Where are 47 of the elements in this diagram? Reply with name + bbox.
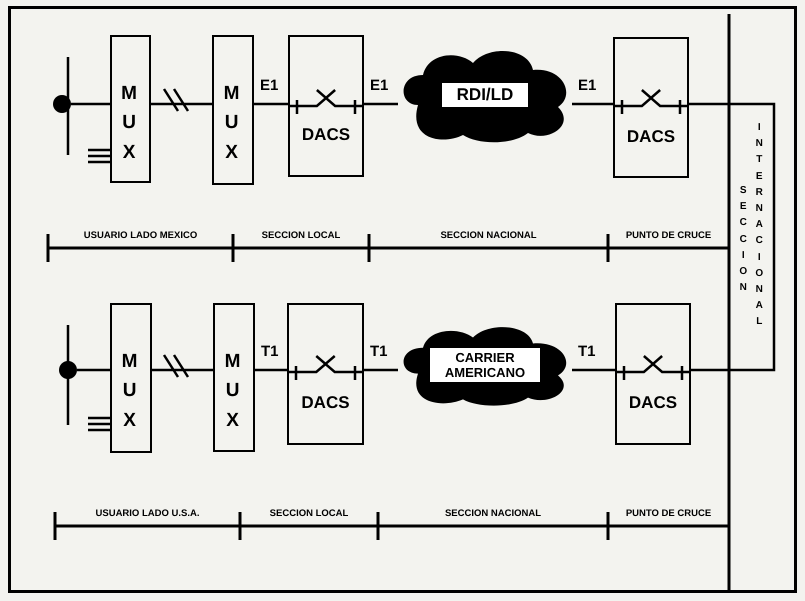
section-label: PUNTO DE CRUCE (626, 509, 712, 518)
section-label: SECCION LOCAL (262, 231, 340, 240)
section-label: USUARIO LADO U.S.A. (96, 509, 200, 518)
edge-label: T1 (260, 344, 280, 359)
section-label: USUARIO LADO MEXICO (84, 231, 198, 240)
connection-line (71, 102, 110, 106)
section-label: SECCION LOCAL (270, 509, 348, 518)
edge-label: E1 (577, 78, 598, 93)
network-label: RDI/LD (440, 81, 530, 109)
section-label: PUNTO DE CRUCE (626, 231, 712, 240)
cross-connect-label: DACS (628, 393, 678, 413)
multiplexer-label: MUX (121, 82, 138, 165)
connection-line (255, 368, 287, 372)
cross-connect-box (613, 37, 689, 178)
multiplexer-box (213, 303, 255, 452)
cross-connect-label: DACS (626, 127, 676, 147)
junction-dot (59, 361, 77, 379)
connection-line (572, 102, 613, 106)
vertical-label: INTERNACIONAL (755, 121, 764, 330)
vertical-label: SECCION (739, 184, 748, 296)
network-label: CARRIER AMERICANO (428, 346, 542, 384)
section-label: SECCION NACIONAL (444, 509, 542, 518)
multiplexer-label: MUX (122, 350, 138, 433)
connection-line (364, 102, 398, 106)
connection-line (151, 102, 212, 106)
connection-line (572, 368, 615, 372)
edge-label: T1 (369, 344, 389, 359)
connection-line (364, 368, 398, 372)
junction-dot (53, 95, 71, 113)
section-label: SECCION NACIONAL (440, 231, 537, 240)
multiplexer-box (212, 35, 254, 185)
cross-connect-box (615, 303, 691, 445)
cross-connect-box (287, 303, 364, 445)
multiplexer-label: MUX (224, 350, 241, 433)
cross-connect-label: DACS (300, 125, 352, 145)
multiplexer-label: MUX (224, 82, 240, 165)
connection-line (77, 368, 110, 372)
cross-connect-label: DACS (300, 393, 351, 413)
connection-line (254, 102, 288, 106)
multiplexer-box (110, 303, 152, 453)
connection-line (152, 368, 213, 372)
edge-label: E1 (369, 78, 390, 93)
cross-connect-box (288, 35, 364, 177)
connection-line (689, 102, 776, 372)
edge-label: E1 (259, 78, 280, 93)
multiplexer-box (110, 35, 151, 183)
edge-label: T1 (577, 344, 597, 359)
